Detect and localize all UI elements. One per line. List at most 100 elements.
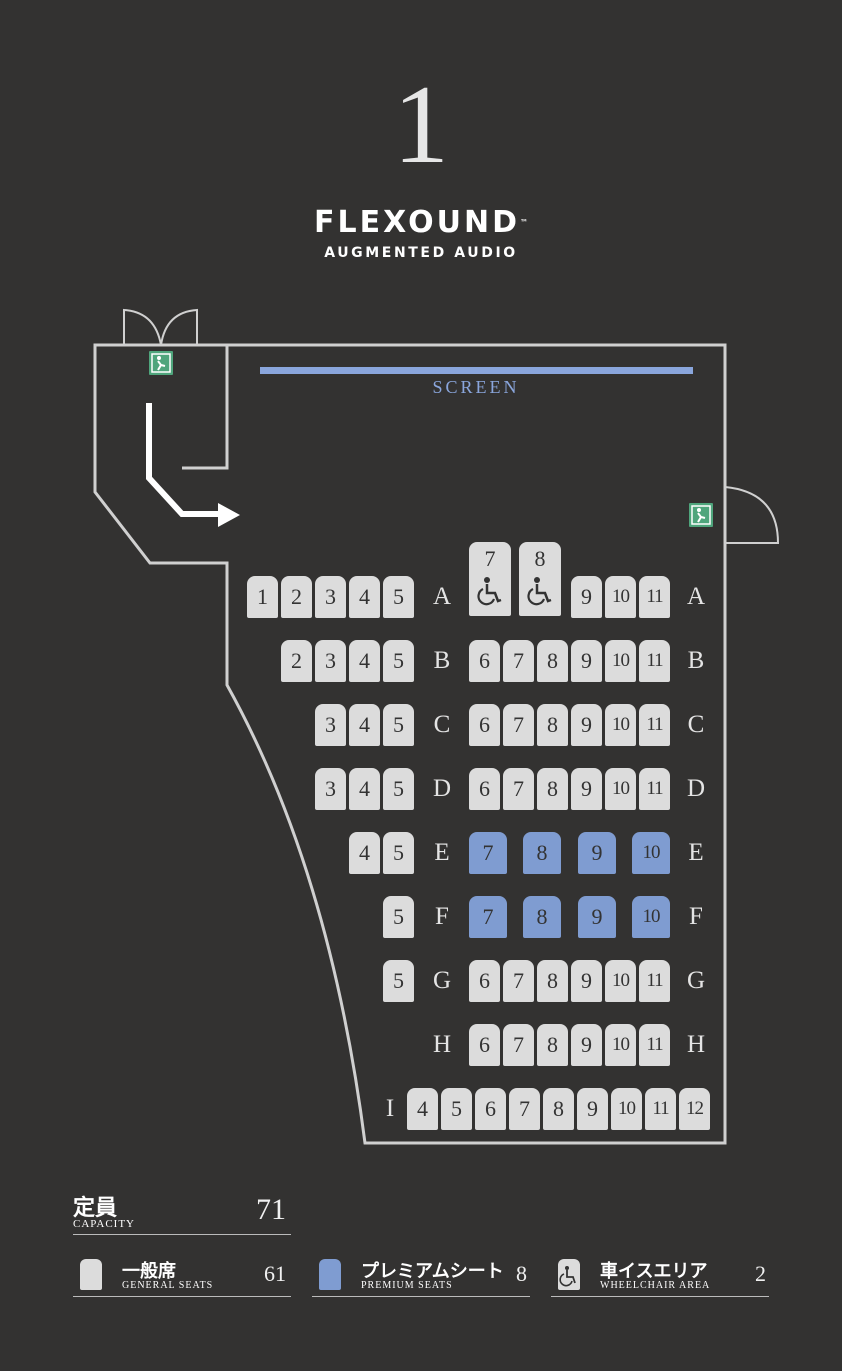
seat[interactable]: 9 bbox=[571, 960, 602, 1002]
seat[interactable]: 5 bbox=[383, 704, 414, 746]
seat[interactable]: 4 bbox=[349, 768, 380, 810]
seat[interactable]: 7 bbox=[503, 704, 534, 746]
seat[interactable]: 5 bbox=[441, 1088, 472, 1130]
seat[interactable]: 5 bbox=[383, 768, 414, 810]
seat[interactable]: 7 bbox=[503, 960, 534, 1002]
seat[interactable]: 9 bbox=[571, 704, 602, 746]
capacity-count: 71 bbox=[256, 1193, 286, 1226]
row-label: C bbox=[687, 711, 705, 738]
seat[interactable]: 9 bbox=[578, 832, 616, 874]
seat-number: 10 bbox=[612, 714, 630, 735]
seat[interactable]: 12 bbox=[679, 1088, 710, 1130]
seat[interactable]: 11 bbox=[639, 640, 670, 682]
row-label: G bbox=[686, 967, 706, 994]
seat[interactable]: 10 bbox=[605, 960, 636, 1002]
seat[interactable]: 6 bbox=[469, 640, 500, 682]
seat[interactable]: 6 bbox=[475, 1088, 506, 1130]
wheelchair-icon bbox=[527, 577, 552, 606]
seat[interactable]: 9 bbox=[577, 1088, 608, 1130]
seat[interactable]: 10 bbox=[605, 1024, 636, 1066]
seat[interactable]: 9 bbox=[571, 640, 602, 682]
seat-number: 8 bbox=[547, 1032, 558, 1057]
seat-number: 7 bbox=[482, 904, 494, 929]
seat-number: 10 bbox=[612, 778, 630, 799]
seat[interactable]: 3 bbox=[315, 640, 346, 682]
seat[interactable]: 8 bbox=[537, 768, 568, 810]
wheelchair-seat[interactable]: 8 bbox=[519, 542, 561, 616]
seat[interactable]: 7 bbox=[503, 768, 534, 810]
seat-number: 9 bbox=[591, 840, 603, 865]
seat[interactable]: 8 bbox=[537, 960, 568, 1002]
seat[interactable]: 5 bbox=[383, 896, 414, 938]
seat[interactable]: 11 bbox=[645, 1088, 676, 1130]
seat[interactable]: 8 bbox=[537, 640, 568, 682]
seat[interactable]: 8 bbox=[537, 1024, 568, 1066]
seat[interactable]: 5 bbox=[383, 832, 414, 874]
seat[interactable]: 8 bbox=[523, 832, 561, 874]
theater-walls bbox=[93, 343, 727, 1145]
seat[interactable]: 5 bbox=[383, 640, 414, 682]
seat[interactable]: 11 bbox=[639, 576, 670, 618]
seat[interactable]: 10 bbox=[632, 832, 670, 874]
seat[interactable]: 11 bbox=[639, 704, 670, 746]
wheelchair-seat-icon bbox=[558, 1259, 580, 1290]
seat[interactable]: 3 bbox=[315, 768, 346, 810]
seat[interactable]: 10 bbox=[611, 1088, 642, 1130]
screen-label: SCREEN bbox=[432, 377, 520, 397]
seat[interactable]: 1 bbox=[247, 576, 278, 618]
seat-number: 9 bbox=[581, 648, 592, 673]
row-label: H bbox=[686, 1031, 706, 1058]
seat[interactable]: 11 bbox=[639, 960, 670, 1002]
seat[interactable]: 6 bbox=[469, 704, 500, 746]
seat[interactable]: 6 bbox=[469, 768, 500, 810]
seat[interactable]: 11 bbox=[639, 768, 670, 810]
seat[interactable]: 3 bbox=[315, 576, 346, 618]
seat[interactable]: 4 bbox=[349, 704, 380, 746]
seat[interactable]: 5 bbox=[383, 576, 414, 618]
seat[interactable]: 7 bbox=[509, 1088, 540, 1130]
seat[interactable]: 10 bbox=[605, 768, 636, 810]
seat[interactable]: 4 bbox=[349, 640, 380, 682]
seat[interactable]: 2 bbox=[281, 640, 312, 682]
seat[interactable]: 8 bbox=[537, 704, 568, 746]
seat-number: 5 bbox=[451, 1096, 462, 1121]
premium-divider bbox=[312, 1296, 530, 1297]
seat[interactable]: 8 bbox=[543, 1088, 574, 1130]
seat[interactable]: 9 bbox=[571, 768, 602, 810]
seat-number: 5 bbox=[393, 904, 404, 929]
seat[interactable]: 7 bbox=[469, 832, 507, 874]
seat[interactable]: 7 bbox=[469, 896, 507, 938]
seat-number: 7 bbox=[513, 1032, 524, 1057]
seat[interactable]: 7 bbox=[503, 1024, 534, 1066]
seat[interactable]: 4 bbox=[407, 1088, 438, 1130]
seat[interactable]: 9 bbox=[571, 1024, 602, 1066]
seat-number: 10 bbox=[612, 650, 630, 671]
seat-number: 3 bbox=[325, 584, 336, 609]
brand-name: FLEXOUND bbox=[313, 205, 521, 240]
seat[interactable]: 6 bbox=[469, 960, 500, 1002]
seat[interactable]: 10 bbox=[605, 640, 636, 682]
seat[interactable]: 5 bbox=[383, 960, 414, 1002]
seat[interactable]: 11 bbox=[639, 1024, 670, 1066]
seat[interactable]: 8 bbox=[523, 896, 561, 938]
row-label: C bbox=[433, 711, 451, 738]
seat-number: 5 bbox=[393, 840, 404, 865]
seat-number: 10 bbox=[618, 1098, 636, 1119]
seat[interactable]: 7 bbox=[503, 640, 534, 682]
seat[interactable]: 2 bbox=[281, 576, 312, 618]
seat-number: 10 bbox=[612, 970, 630, 991]
seat[interactable]: 9 bbox=[578, 896, 616, 938]
row-label: B bbox=[433, 647, 451, 674]
seat-number: 6 bbox=[485, 1096, 496, 1121]
wheelchair-seat[interactable]: 7 bbox=[469, 542, 511, 616]
seat[interactable]: 6 bbox=[469, 1024, 500, 1066]
seat[interactable]: 9 bbox=[571, 576, 602, 618]
row-label: H bbox=[432, 1031, 452, 1058]
seat[interactable]: 10 bbox=[605, 704, 636, 746]
seat-number: 4 bbox=[359, 584, 370, 609]
seat[interactable]: 4 bbox=[349, 576, 380, 618]
seat[interactable]: 3 bbox=[315, 704, 346, 746]
seat[interactable]: 4 bbox=[349, 832, 380, 874]
seat[interactable]: 10 bbox=[605, 576, 636, 618]
seat[interactable]: 10 bbox=[632, 896, 670, 938]
